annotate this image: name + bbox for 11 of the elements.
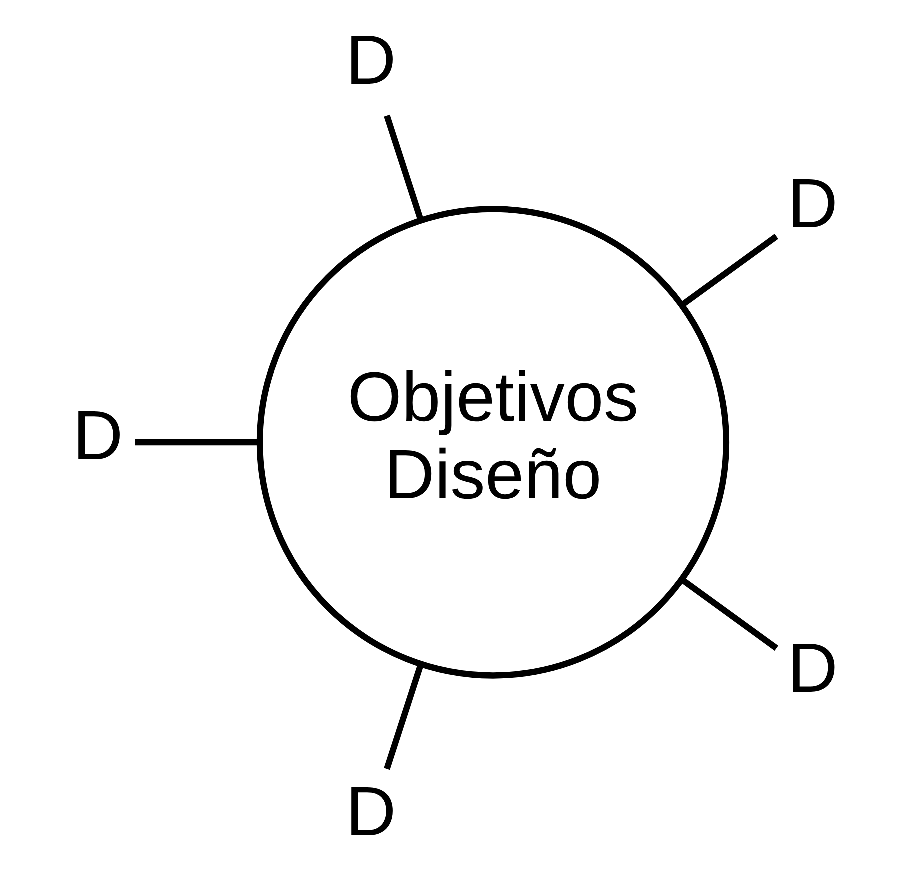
node-circle: Objetivos Diseño [256,206,730,679]
node-text: D [346,20,396,99]
connector [384,114,424,222]
node-text: D [788,628,838,707]
connector [135,439,260,446]
connector [680,577,778,651]
connector [384,663,424,770]
node-text: D [346,772,396,850]
node-text: D [72,396,124,475]
connector [680,234,778,308]
node-text: D [788,164,838,242]
